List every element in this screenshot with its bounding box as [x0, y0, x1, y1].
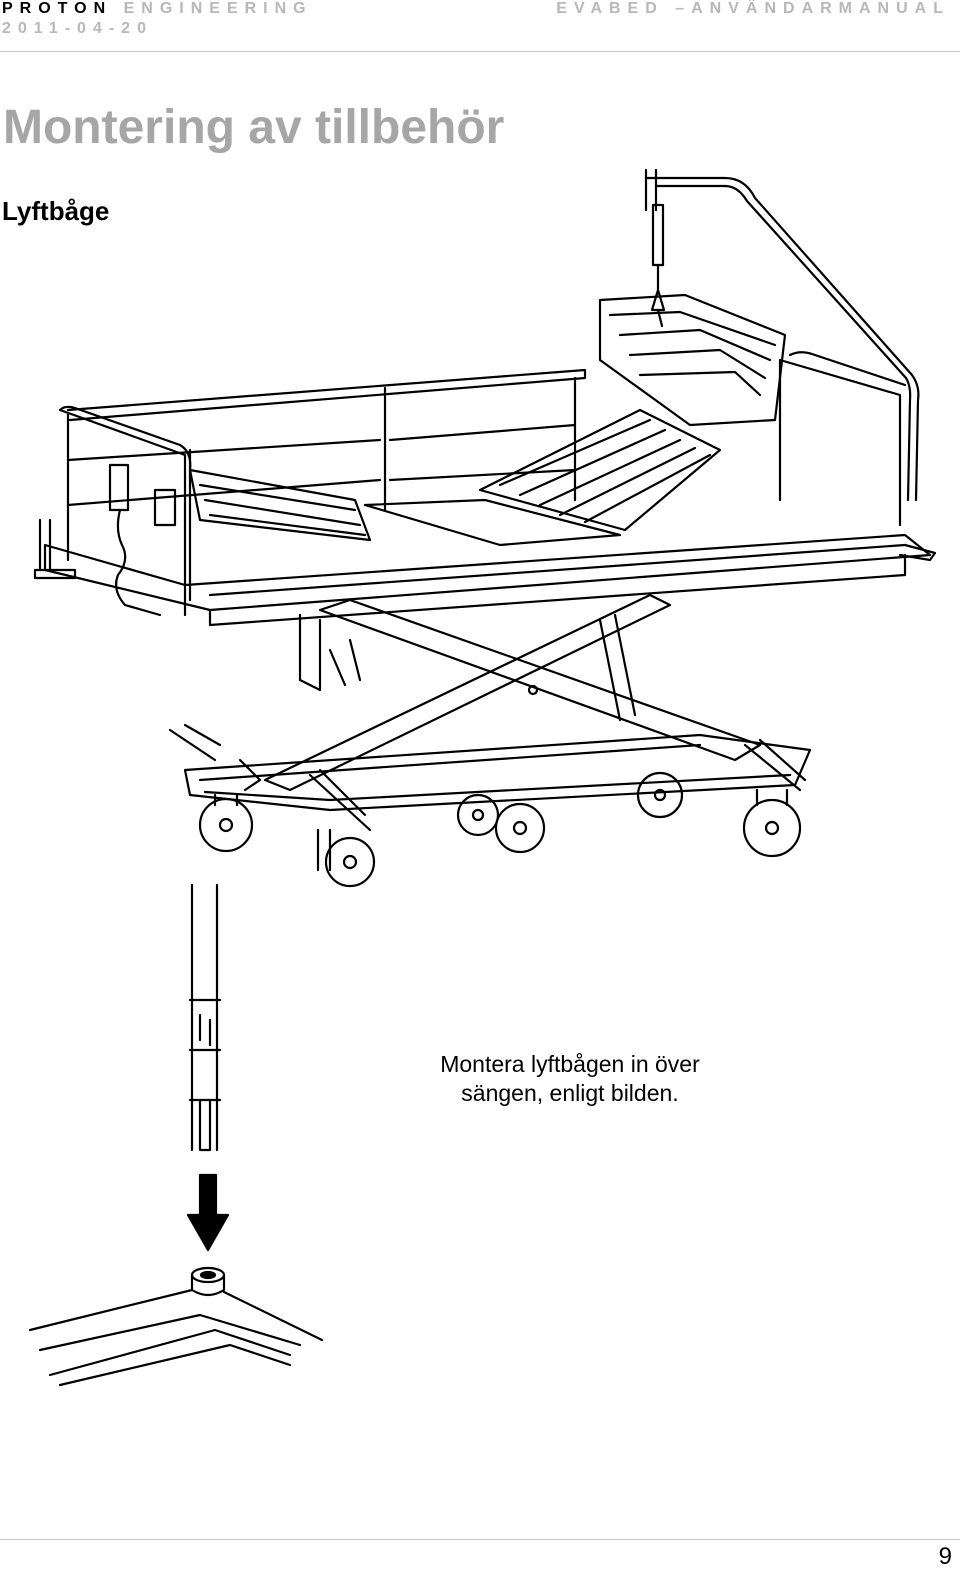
bed-corner-socket [28, 1266, 324, 1387]
pole-insertion-detail [188, 883, 222, 1152]
castor-wheels [198, 771, 802, 888]
bed-frame [33, 293, 937, 627]
lifting-pole-figure [644, 168, 920, 502]
caption-line-1: Montera lyftbågen in över [440, 1051, 700, 1077]
header-divider [0, 51, 960, 52]
base-chassis [168, 723, 812, 832]
section-title: Lyftbåge [2, 196, 110, 226]
page-number: 9 [938, 1543, 952, 1570]
down-arrow-icon [186, 1173, 230, 1252]
instruction-caption: Montera lyftbågen in över sängen, enligt… [420, 1050, 720, 1108]
header-document-title: EVABED –ANVÄNDARMANUAL [556, 0, 950, 17]
header-brand: PROTON ENGINEERING [2, 0, 313, 18]
brand-suffix: ENGINEERING [123, 0, 313, 17]
scissor-lift [263, 593, 762, 792]
footer-divider [0, 1539, 960, 1540]
page-title: Montering av tillbehör [3, 101, 505, 154]
brand-name: PROTON [2, 0, 113, 17]
caption-line-2: sängen, enligt bilden. [461, 1080, 679, 1106]
header-date: 2011-04-20 [2, 20, 153, 37]
